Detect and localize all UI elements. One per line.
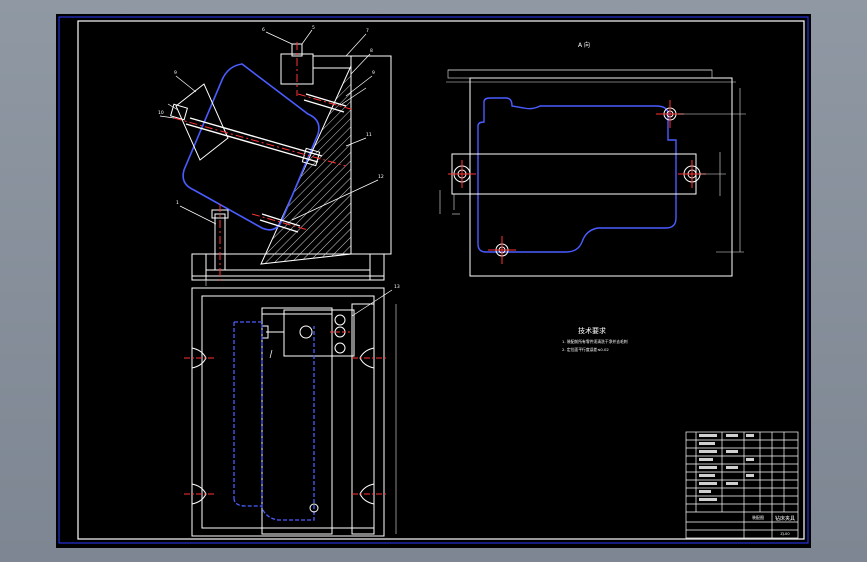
workpiece-outline bbox=[182, 63, 320, 231]
drawing-number-cell: ZJ-00 bbox=[780, 532, 790, 536]
balloon-label: 9 bbox=[174, 70, 177, 76]
drawing-canvas: A 向 技术要求 1. 装配前所有零件须清洗干净并去毛刺 2. 定位面平行度误差… bbox=[58, 16, 809, 544]
balloon-label: 7 bbox=[366, 28, 369, 34]
balloon-label: 11 bbox=[366, 132, 372, 138]
balloon-label: 5 bbox=[312, 25, 315, 31]
drawing-sheet: A 向 技术要求 1. 装配前所有零件须清洗干净并去毛刺 2. 定位面平行度误差… bbox=[56, 14, 811, 548]
balloon-label: 9 bbox=[372, 70, 375, 76]
a-direction-view bbox=[439, 69, 746, 277]
part-name-cell: 钻床夹具 bbox=[775, 515, 795, 522]
tech-note-1: 1. 装配前所有零件须清洗干净并去毛刺 bbox=[562, 339, 628, 344]
title-block bbox=[685, 431, 799, 539]
balloon-label: 1 bbox=[176, 200, 179, 206]
outer-border bbox=[58, 16, 809, 544]
tech-note-2: 2. 定位面平行度误差≤0.02 bbox=[562, 347, 609, 352]
parts-list-text bbox=[699, 434, 754, 501]
tech-requirements-title: 技术要求 bbox=[578, 326, 606, 335]
a-view-label: A 向 bbox=[578, 41, 590, 49]
balloon-label: 6 bbox=[262, 27, 265, 33]
balloon-label: 13 bbox=[394, 284, 400, 290]
balloon-label: 12 bbox=[378, 174, 384, 180]
balloon-label: 8 bbox=[370, 48, 373, 54]
drawing-name-cell: 装配图 bbox=[752, 514, 764, 520]
inner-border bbox=[77, 20, 805, 540]
balloon-label: 10 bbox=[158, 110, 164, 116]
plan-view bbox=[184, 287, 397, 537]
item-balloons: 6 5 7 8 9 9 10 11 12 1 13 bbox=[158, 25, 400, 290]
front-view bbox=[159, 29, 392, 286]
hatched-support bbox=[260, 65, 352, 265]
